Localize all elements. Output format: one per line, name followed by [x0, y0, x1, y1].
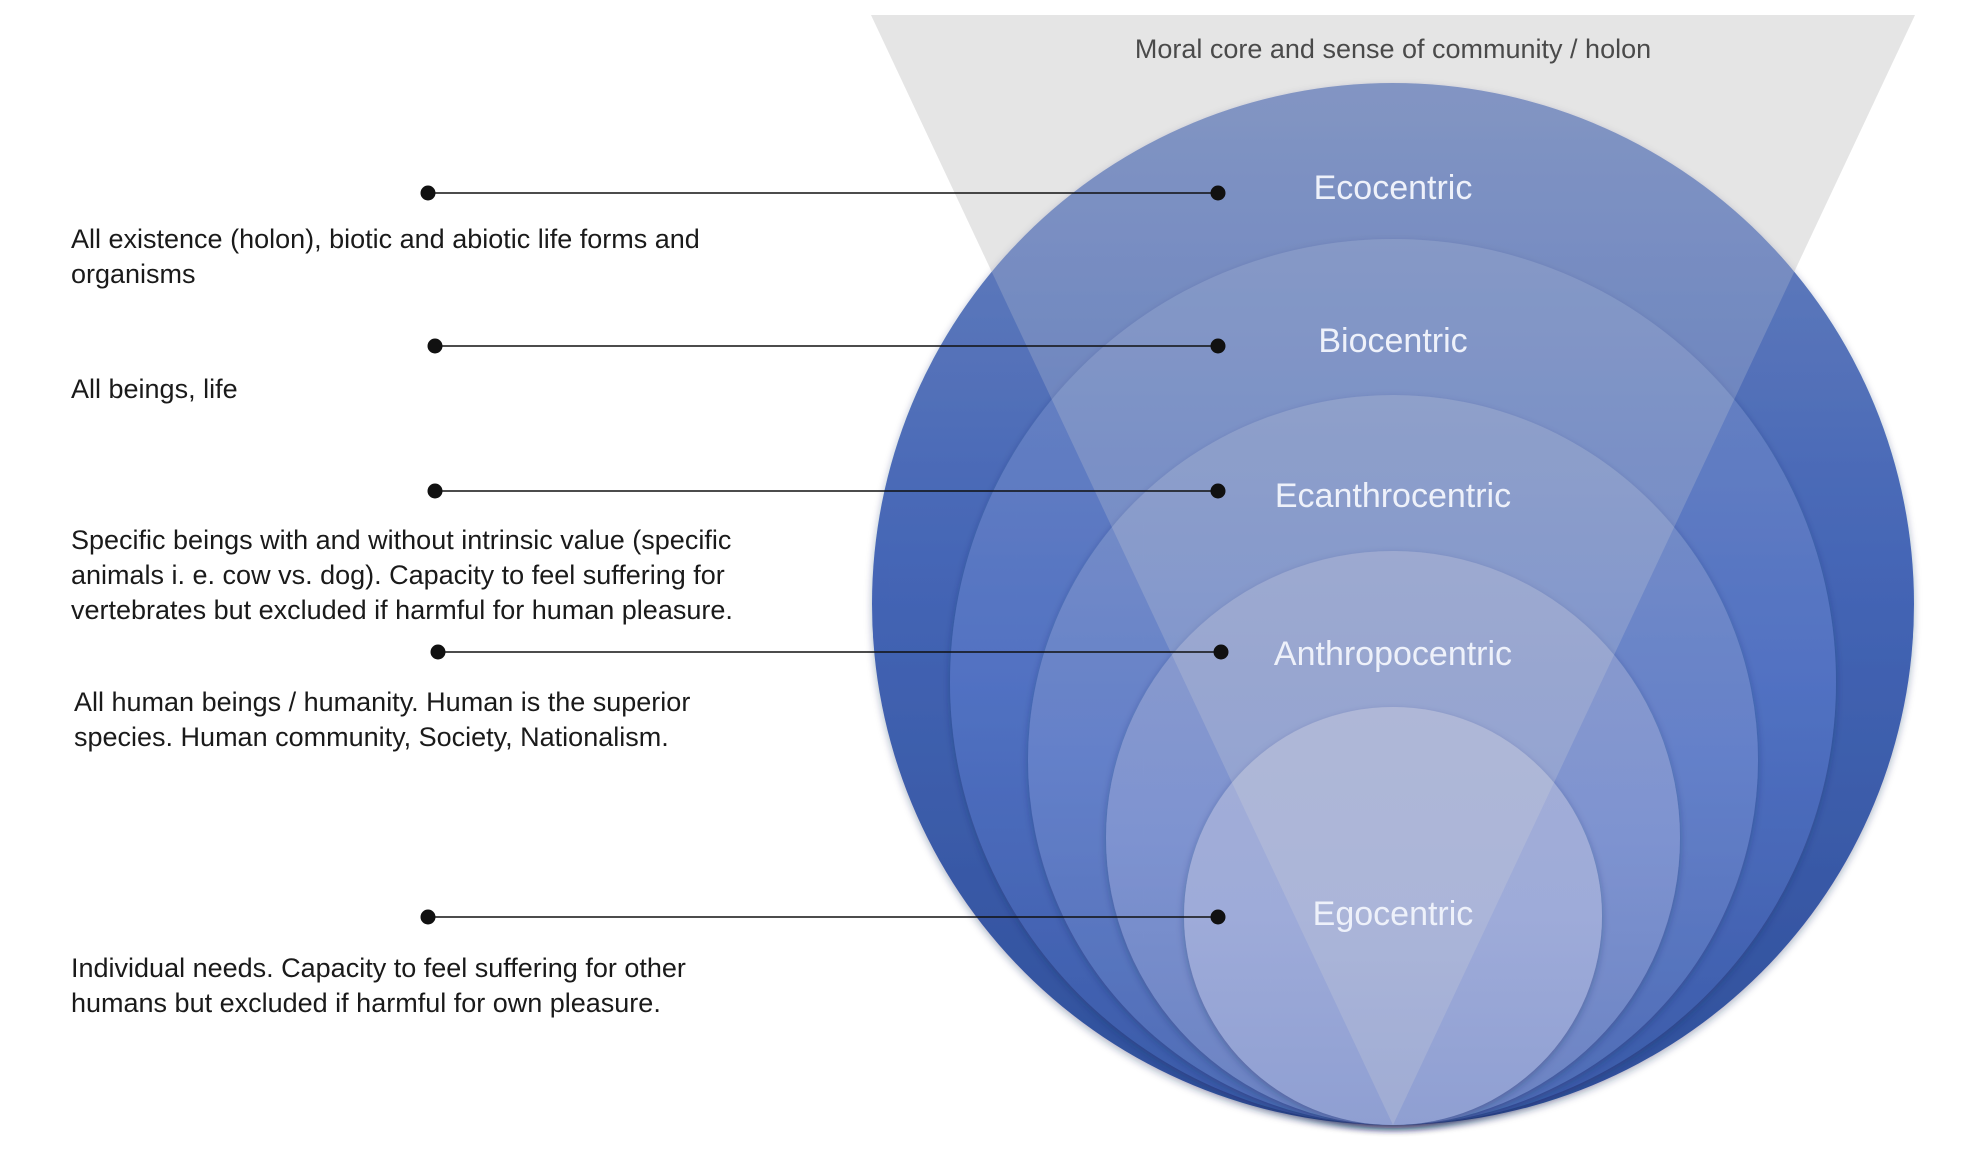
description-ecanthrocentric: Specific beings with and without intrins… — [71, 525, 733, 625]
ring-labels: Ecocentric Biocentric Ecanthrocentric An… — [1274, 169, 1512, 933]
ring-egocentric — [1184, 707, 1602, 1125]
description-anthropocentric: All human beings / humanity. Human is th… — [74, 687, 691, 752]
ring-label-egocentric: Egocentric — [1313, 895, 1474, 933]
connectors — [420, 185, 1229, 925]
connector-biocentric — [427, 338, 1226, 354]
connector-egocentric — [420, 909, 1226, 925]
ring-label-biocentric: Biocentric — [1318, 322, 1467, 360]
connector-anthropocentric — [430, 644, 1229, 660]
connector-ecocentric — [420, 185, 1226, 201]
ring-label-anthropocentric: Anthropocentric — [1274, 635, 1512, 673]
holon-label: Moral core and sense of community / holo… — [1135, 34, 1651, 64]
ring-label-ecocentric: Ecocentric — [1314, 169, 1473, 207]
rings — [872, 83, 1914, 1125]
description-biocentric: All beings, life — [71, 374, 238, 404]
ring-label-ecanthrocentric: Ecanthrocentric — [1275, 477, 1511, 515]
description-ecocentric: All existence (holon), biotic and abioti… — [71, 224, 700, 289]
description-egocentric: Individual needs. Capacity to feel suffe… — [71, 953, 686, 1018]
connector-ecanthrocentric — [427, 483, 1226, 499]
holon-funnel-overlay — [871, 15, 1915, 1125]
